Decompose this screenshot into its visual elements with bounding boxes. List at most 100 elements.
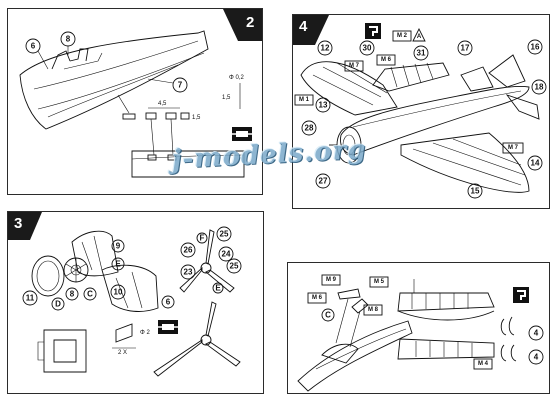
callout-17: 17 — [457, 40, 473, 56]
svg-text:26: 26 — [184, 246, 193, 255]
svg-text:28: 28 — [305, 124, 314, 133]
svg-text:15: 15 — [471, 187, 480, 196]
callout-E: E — [111, 257, 125, 271]
svg-text:M 1: M 1 — [299, 97, 310, 103]
svg-text:M 4: M 4 — [478, 361, 489, 367]
svg-text:25: 25 — [230, 262, 239, 271]
svg-text:C: C — [325, 311, 331, 320]
svg-text:6: 6 — [166, 298, 171, 307]
paint-icon — [365, 23, 381, 39]
callout-8: 8 — [65, 287, 79, 301]
callout-10: 10 — [110, 284, 126, 300]
svg-text:M 7: M 7 — [349, 63, 360, 69]
svg-text:F: F — [200, 234, 205, 243]
svg-text:A: A — [417, 34, 422, 40]
propeller-assembly — [179, 229, 235, 293]
callout-14: 14 — [527, 155, 543, 171]
svg-text:8: 8 — [66, 35, 71, 44]
callout-8: 8 — [60, 31, 76, 55]
svg-text:D: D — [55, 300, 61, 309]
svg-text:4: 4 — [534, 353, 539, 362]
callout-25-bottom: 25 — [226, 258, 242, 274]
svg-text:14: 14 — [531, 159, 540, 168]
callout-12: 12 — [317, 40, 333, 56]
step-2-drawing: 6 8 7 Φ 0,2 1,5 4,5 1,5 — [19, 9, 262, 178]
callout-31: 31 — [413, 45, 429, 61]
paint-ref-m7-top: M 7 — [344, 60, 364, 72]
svg-text:12: 12 — [321, 44, 330, 53]
svg-text:M 5: M 5 — [374, 279, 385, 285]
step-3-badge — [8, 212, 42, 240]
svg-text:13: 13 — [319, 101, 328, 110]
paint-ref-m8: M 8 — [363, 304, 383, 316]
svg-text:4: 4 — [534, 329, 539, 338]
svg-text:Φ 0,2: Φ 0,2 — [229, 75, 244, 81]
callout-26: 26 — [180, 242, 196, 258]
callout-9: 9 — [111, 239, 125, 253]
step-3-drawing: Φ 2 2 X 9 E 26 25 24 23 25 F E 11 D 8 C … — [8, 212, 242, 377]
svg-text:17: 17 — [461, 44, 470, 53]
cockpit-drawing: M 9 M 5 M 6 M 8 M 4 C 4 4 — [297, 274, 544, 392]
svg-text:4,5: 4,5 — [158, 101, 167, 107]
paint-ref-m5: M 5 — [369, 276, 389, 288]
callout-C: C — [321, 308, 335, 322]
cockpit-panel: M 9 M 5 M 6 M 8 M 4 C 4 4 — [287, 262, 550, 394]
svg-text:1,5: 1,5 — [222, 95, 231, 101]
svg-text:Φ 2: Φ 2 — [140, 330, 150, 336]
callout-C: C — [83, 287, 97, 301]
paint-ref-m9: M 9 — [321, 274, 341, 286]
step-2-number: 2 — [246, 14, 255, 31]
svg-text:1,5: 1,5 — [192, 115, 201, 121]
callout-4-top: 4 — [528, 325, 544, 341]
step-3-number: 3 — [14, 215, 23, 232]
callout-6: 6 — [25, 38, 49, 70]
callout-28: 28 — [301, 120, 317, 136]
callout-16: 16 — [527, 39, 543, 55]
callout-15: 15 — [467, 183, 483, 199]
svg-text:9: 9 — [116, 242, 121, 251]
svg-text:M 7: M 7 — [508, 145, 519, 151]
svg-text:18: 18 — [535, 83, 544, 92]
svg-text:E: E — [215, 284, 221, 293]
step-4-drawing: 12 30 31 17 16 18 13 28 27 15 14 M 2 A M… — [293, 15, 547, 199]
step-3-panel: 3 Φ 2 2 — [7, 211, 264, 394]
callout-11: 11 — [22, 290, 38, 306]
step-4-panel: 4 12 30 31 17 16 18 13 28 27 15 14 — [292, 14, 550, 209]
svg-text:E: E — [115, 260, 121, 269]
callout-30: 30 — [359, 40, 375, 56]
step-4-badge — [293, 15, 329, 45]
paint-ref-m4: M 4 — [473, 358, 493, 370]
callout-13: 13 — [315, 97, 331, 113]
svg-text:C: C — [87, 290, 93, 299]
svg-text:30: 30 — [363, 44, 372, 53]
svg-text:6: 6 — [31, 42, 36, 51]
callout-24: 24 — [218, 246, 234, 262]
step-4-number: 4 — [299, 18, 308, 35]
callout-23: 23 — [180, 264, 196, 280]
callout-27: 27 — [315, 173, 331, 189]
callout-7: 7 — [147, 77, 188, 93]
svg-text:10: 10 — [114, 288, 123, 297]
callout-D: D — [51, 297, 65, 311]
callout-6: 6 — [161, 295, 175, 309]
svg-text:M 2: M 2 — [397, 33, 408, 39]
svg-text:2 X: 2 X — [118, 350, 127, 356]
svg-text:16: 16 — [531, 43, 540, 52]
svg-text:M 8: M 8 — [368, 307, 379, 313]
paint-ref-m6: M 6 — [376, 54, 396, 66]
svg-text:8: 8 — [70, 290, 75, 299]
glue-icon — [232, 127, 252, 141]
callout-25-top: 25 — [216, 226, 232, 242]
svg-text:23: 23 — [184, 268, 193, 277]
callout-F: F — [196, 232, 208, 244]
svg-text:M 6: M 6 — [381, 57, 392, 63]
svg-text:27: 27 — [319, 177, 328, 186]
callout-18: 18 — [531, 79, 547, 95]
svg-text:M 6: M 6 — [312, 295, 323, 301]
step-2-panel: 2 6 8 7 — [7, 8, 263, 195]
callout-4-bottom: 4 — [528, 349, 544, 365]
paint-icon — [513, 287, 529, 303]
paint-ref-m1: M 1 — [294, 94, 314, 106]
paint-ref-a: A — [412, 27, 426, 42]
callout-E-prop: E — [212, 282, 224, 294]
